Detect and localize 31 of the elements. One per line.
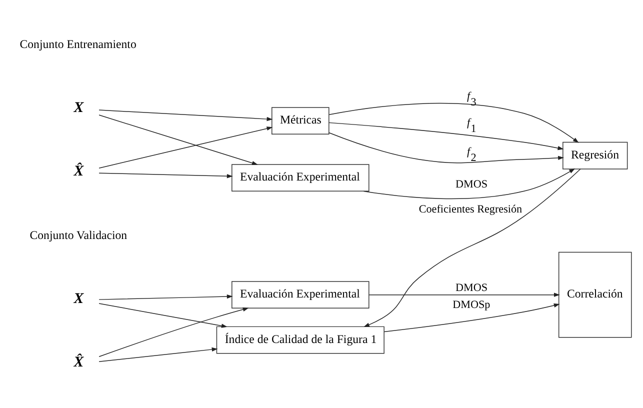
node-text: X̂ — [74, 163, 84, 180]
arrow — [98, 294, 233, 300]
arrow — [328, 132, 564, 163]
arrow — [98, 346, 218, 362]
arrow — [328, 122, 564, 150]
label: Conjunto Validacion — [30, 228, 128, 242]
arrow — [364, 168, 581, 327]
arrow — [98, 126, 273, 168]
edge-label: DMOSp — [452, 298, 490, 311]
node-box: Evaluación Experimental — [232, 164, 370, 192]
node-box: Correlación — [558, 251, 632, 338]
node-box: Regresión — [562, 141, 628, 169]
arrow — [98, 109, 273, 121]
node-box: Índice de Calidad de la Figura 1 — [216, 326, 384, 354]
node-box: Evaluación Experimental — [232, 280, 370, 308]
arrow — [98, 306, 249, 357]
node-box: Métricas — [272, 106, 330, 134]
arrow — [363, 168, 576, 199]
edge-label: DMOS — [456, 282, 488, 294]
arrow — [98, 172, 233, 178]
label: Conjunto Entrenamiento — [20, 36, 136, 51]
arrow — [328, 102, 579, 142]
arrow — [368, 292, 560, 296]
node-text: X — [74, 99, 84, 116]
arrow — [98, 114, 258, 164]
arrow — [98, 302, 228, 328]
arrow — [384, 302, 560, 332]
node-text: X̂ — [74, 354, 84, 370]
edge-label: DMOS — [456, 178, 488, 190]
node-text: X — [74, 290, 84, 306]
edge-label: Coeficientes Regresión — [418, 203, 522, 216]
